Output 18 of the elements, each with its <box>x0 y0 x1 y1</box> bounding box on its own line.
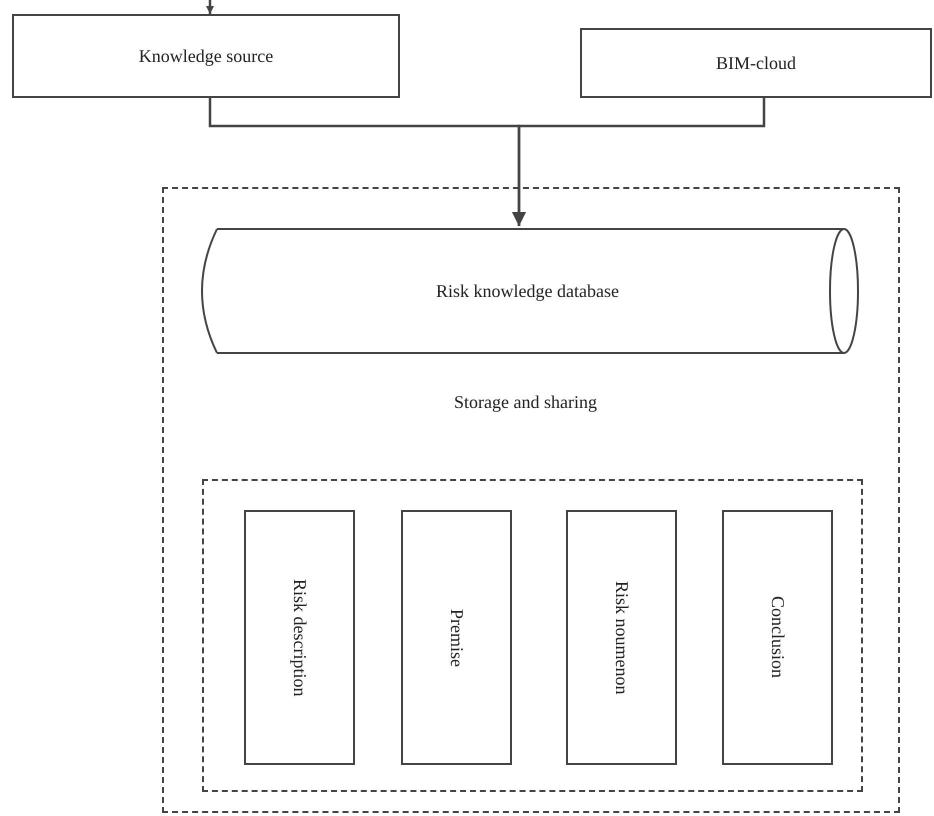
database-label: Risk knowledge database <box>436 280 619 303</box>
process-box <box>566 510 677 765</box>
box-label: Risk noumenon <box>611 580 633 694</box>
arrow <box>512 98 766 226</box>
box-label: Conclusion <box>767 596 789 678</box>
box-label: BIM-cloud <box>716 52 796 74</box>
box-label: Risk description <box>289 578 311 696</box>
box-label: Premise <box>446 608 468 666</box>
process-box <box>722 510 833 765</box>
process-box <box>580 28 932 98</box>
process-box <box>12 14 400 98</box>
arrow <box>206 0 214 14</box>
box-label: Knowledge source <box>138 44 274 68</box>
process-box <box>401 510 512 765</box>
dashed-group-frame <box>162 187 900 813</box>
group-heading: Storage and sharing <box>454 391 597 414</box>
dashed-group-frame <box>202 479 863 792</box>
process-box <box>244 510 355 765</box>
